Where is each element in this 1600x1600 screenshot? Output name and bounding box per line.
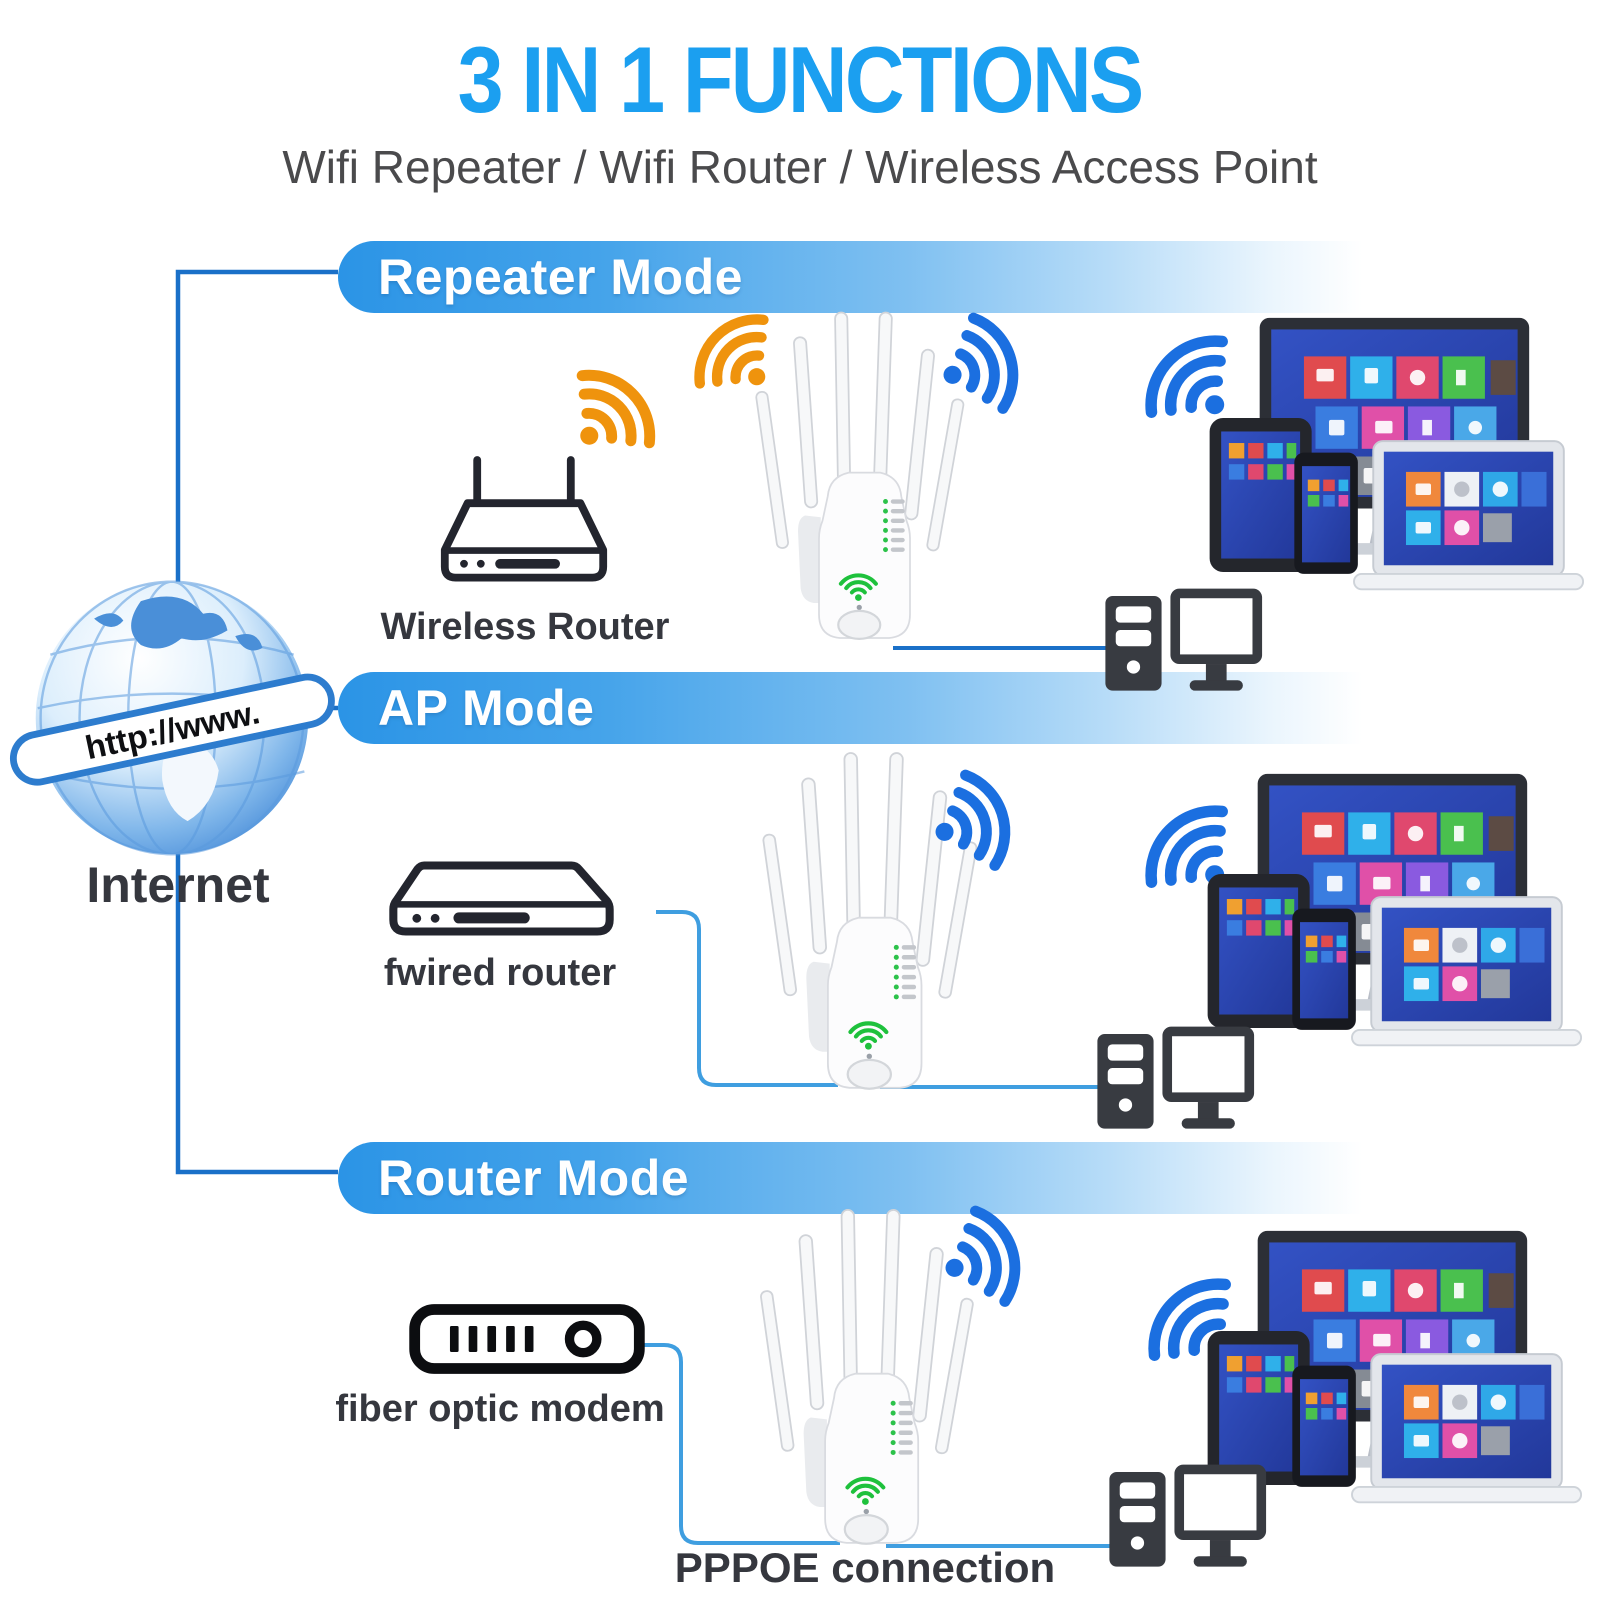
desktop-pc-icon: [1105, 588, 1263, 691]
banner-router-mode: Router Mode: [338, 1142, 1373, 1214]
banner-ap-mode: AP Mode: [338, 672, 1373, 744]
page-title: 3 IN 1 FUNCTIONS: [0, 26, 1600, 134]
fiber-optic-modem-icon: [409, 1304, 645, 1374]
desktop-pc-icon: [1097, 1026, 1255, 1129]
internet-label: Internet: [86, 857, 270, 913]
wired-router-icon: [389, 861, 614, 936]
banner-router-label: Router Mode: [378, 1150, 690, 1206]
banner-repeater-label: Repeater Mode: [378, 249, 743, 305]
internet-globe-icon: http://www.: [9, 580, 335, 856]
page-subtitle: Wifi Repeater / Wifi Router / Wireless A…: [282, 141, 1318, 193]
client-devices-cluster-icon: [1206, 772, 1583, 1047]
wired-router-label: fwired router: [383, 952, 617, 994]
fiber-modem-label: fiber optic modem: [335, 1388, 665, 1430]
wireless-router-icon: [440, 456, 608, 582]
desktop-pc-icon: [1109, 1464, 1267, 1567]
banner-repeater-mode: Repeater Mode: [338, 241, 1373, 313]
page-title-text: 3 IN 1 FUNCTIONS: [458, 27, 1145, 132]
banner-ap-label: AP Mode: [378, 680, 595, 736]
pppoe-connection-label: PPPOE connection: [674, 1544, 1056, 1591]
client-devices-cluster-icon: [1208, 316, 1585, 591]
wireless-router-label: Wireless Router: [380, 606, 670, 648]
